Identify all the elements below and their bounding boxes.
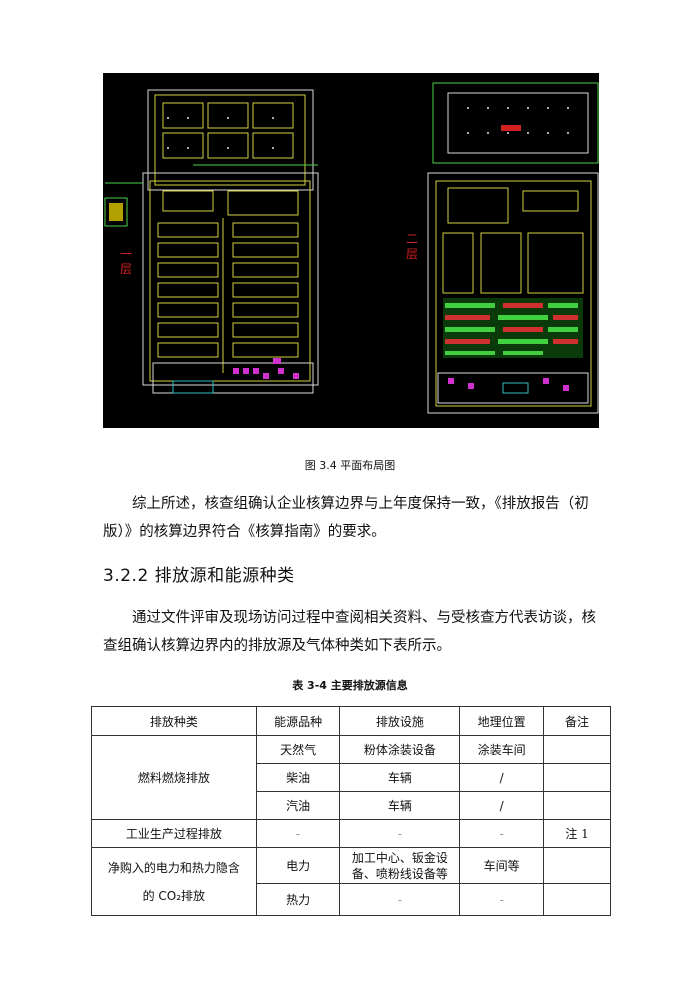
section-heading: 3.2.2 排放源和能源种类 [103, 561, 295, 586]
header-cell: 地理位置 [459, 706, 545, 736]
note-cell [543, 883, 611, 916]
facility-line: 加工中心、钣金设 [351, 850, 448, 865]
equipment-box [104, 197, 128, 227]
svg-text:层: 层 [406, 247, 418, 261]
table-caption: 表 3-4 主要排放源信息 [292, 679, 408, 692]
floor2-marker [501, 125, 521, 131]
figure-caption: 图 3.4 平面布局图 [304, 459, 396, 472]
location-cell: / [459, 763, 545, 792]
table-row: 燃料燃烧排放 天然气 粉体涂装设备 涂装车间 [91, 735, 611, 820]
header-cell: 能源品种 [255, 706, 341, 736]
location-cell: 涂装车间 [459, 735, 545, 764]
header-cell: 排放种类 [91, 706, 257, 736]
paragraph-conclusion: 综上所述，核查组确认企业核算边界与上年度保持一致，《排放报告（初版）》的核算边界… [103, 490, 600, 546]
note-cell [543, 791, 611, 820]
facility-cell: 加工中心、钣金设 备、喷粉线设备等 [339, 847, 461, 884]
location-cell: - [459, 883, 545, 916]
location-cell: 车间等 [459, 847, 545, 884]
equipment-fill [109, 203, 123, 221]
facility-cell: - [339, 883, 461, 916]
floor1-columns [167, 117, 274, 149]
floor2-production-lines [443, 298, 583, 358]
facility-cell: 车辆 [339, 763, 461, 792]
category-line: 净购入的电力和热力隐含 [107, 860, 240, 875]
energy-cell: 柴油 [255, 763, 341, 792]
header-cell: 备注 [543, 706, 611, 736]
floor1-bottom-area [152, 358, 314, 394]
energy-cell: 电力 [255, 847, 341, 884]
svg-text:层: 层 [120, 262, 132, 276]
facility-line: 备、喷粉线设备等 [351, 866, 448, 881]
note-cell: 注 1 [543, 819, 611, 848]
energy-cell: 汽油 [255, 791, 341, 820]
floor2-plan [427, 82, 599, 414]
category-cell: 工业生产过程排放 [91, 819, 257, 848]
emission-source-table: 排放种类 能源品种 排放设施 地理位置 备注 燃料燃烧排放 天然气 粉体涂装设备… [91, 706, 611, 916]
floor1-label: 一 [120, 247, 132, 261]
section-number: 3.2.2 [103, 566, 149, 586]
paragraph-intro: 通过文件评审及现场访问过程中查阅相关资料、与受核查方代表访谈，核查组确认核算边界… [103, 604, 600, 660]
facility-cell: 车辆 [339, 791, 461, 820]
location-cell: / [459, 791, 545, 820]
location-cell: - [459, 819, 545, 848]
facility-cell: - [339, 819, 461, 848]
energy-cell: - [255, 819, 341, 848]
note-cell [543, 763, 611, 792]
note-cell [543, 847, 611, 884]
floor-plan-image: 一 层 [103, 73, 599, 428]
floor2-columns [467, 107, 569, 134]
energy-cell: 天然气 [255, 735, 341, 764]
note-cell [543, 735, 611, 764]
table-row: 净购入的电力和热力隐含 的 CO₂排放 电力 加工中心、钣金设 备、喷粉线设备等… [91, 847, 611, 916]
section-title: 排放源和能源种类 [154, 566, 295, 586]
floor-plan-drawing: 一 层 [104, 82, 599, 414]
table-header-row: 排放种类 能源品种 排放设施 地理位置 备注 [91, 706, 611, 736]
table-row: 热力 - - [92, 883, 611, 916]
header-cell: 排放设施 [339, 706, 461, 736]
floor1-plan [142, 89, 319, 386]
category-cell: 燃料燃烧排放 [91, 735, 257, 820]
energy-cell: 热力 [255, 883, 341, 916]
category-cell: 净购入的电力和热力隐含 的 CO₂排放 [91, 847, 257, 916]
table-row: 工业生产过程排放 - - - 注 1 [91, 819, 611, 848]
floor2-bottom-area [437, 372, 589, 404]
facility-cell: 粉体涂装设备 [339, 735, 461, 764]
paragraph-intro-text: 通过文件评审及现场访问过程中查阅相关资料、与受核查方代表访谈，核查组确认核算边界… [103, 610, 596, 654]
floor2-label: 二 [406, 232, 418, 246]
paragraph-conclusion-text: 综上所述，核查组确认企业核算边界与上年度保持一致，《排放报告（初版）》的核算边界… [103, 496, 589, 540]
table-row: 汽油 车辆 / [92, 791, 611, 820]
category-line: 的 CO₂排放 [142, 888, 206, 903]
